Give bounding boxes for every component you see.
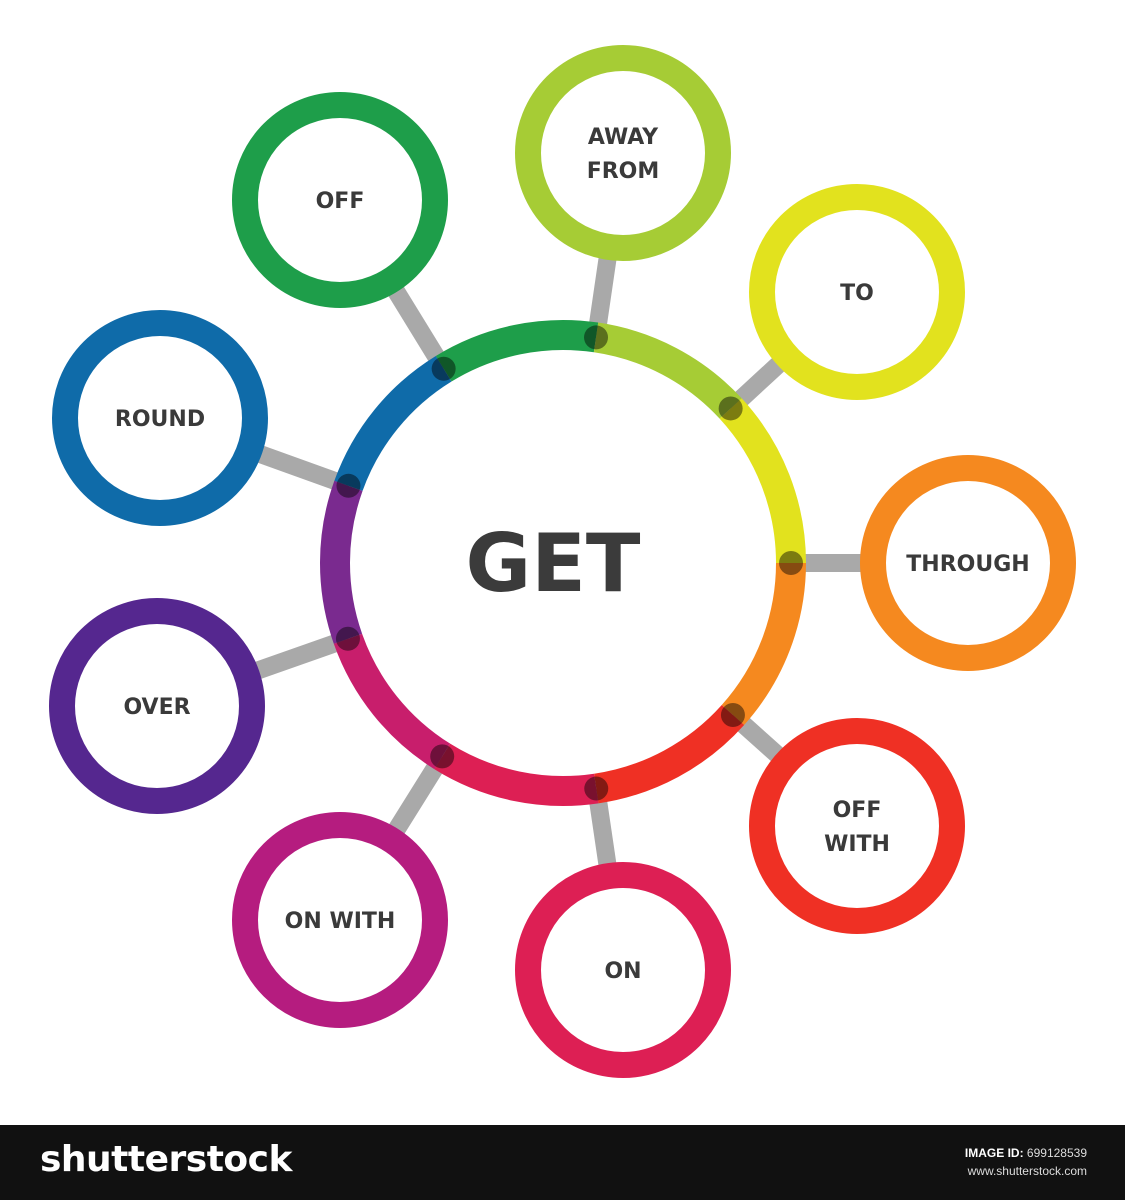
connector-line [243,630,351,683]
center-ring-segment [593,704,745,804]
node-to: TO [749,184,965,400]
node-label: OFF [316,189,365,214]
node-label: TO [840,281,874,306]
center-ring-segment [334,355,452,492]
center-ring-segment [719,398,806,564]
connector-line [382,276,452,374]
site-url: www.shutterstock.com [967,1164,1087,1178]
node-label: OFF [833,798,882,823]
image-id: 699128539 [1026,1146,1087,1160]
node-ring [515,862,731,1078]
node-ring [52,310,268,526]
node-through: THROUGH [860,455,1076,671]
node-label: ON WITH [285,909,396,934]
center-ring-segment [435,320,599,382]
center-ring-segment [434,743,599,806]
phrasal-verb-diagram: OFF AWAY FROM TO THROUGH OFF WITH ON ON WITH OVER… [49,45,1076,1078]
connector-joint [584,325,609,350]
connector-joint [584,776,609,801]
node-away-from: AWAY FROM [515,45,731,261]
brand-logo: shutterstock [40,1139,292,1180]
connector-joint [718,396,743,421]
node-round: ROUND [52,310,268,526]
connector-line [382,751,450,845]
node-ring [749,718,965,934]
connector-joint [431,356,456,381]
node-off: OFF [232,92,448,308]
node-label: ON [604,959,641,984]
node-label: WITH [824,832,890,857]
node-on-with: ON WITH [232,812,448,1028]
center-ring [320,320,806,806]
center-ring-segment [320,480,363,644]
connector-joint [720,703,745,728]
center-ring-segment [721,562,806,726]
node-label: ROUND [115,407,205,432]
connector-line [587,245,619,339]
center-ring-segment [593,322,742,419]
node-off-with: OFF WITH [749,718,965,934]
node-ring [749,184,965,400]
node-ring [49,598,265,814]
node-label: AWAY [588,125,659,150]
connector-joint [336,473,361,498]
connector-line [246,441,352,495]
center-fill [350,350,776,776]
center-label: GET [466,517,641,610]
footer-bar: shutterstock IMAGE ID: 699128539 www.shu… [0,1125,1125,1200]
connector-joint [430,744,455,769]
outer-nodes: OFF AWAY FROM TO THROUGH OFF WITH ON ON WITH OVER… [49,45,1076,1078]
node-label: FROM [587,159,660,184]
connector-joint [779,551,803,575]
image-id-label: IMAGE ID: [964,1146,1024,1160]
node-label: THROUGH [906,552,1029,577]
node-over: OVER [49,598,265,814]
image-meta: IMAGE ID: 699128539 www.shutterstock.com [965,1144,1087,1180]
node-label: OVER [123,695,190,720]
node-ring [232,812,448,1028]
node-on: ON [515,862,731,1078]
node-ring [515,45,731,261]
node-ring [232,92,448,308]
connector-joint [335,626,360,651]
center-ring-segment [333,633,451,770]
node-ring [860,455,1076,671]
